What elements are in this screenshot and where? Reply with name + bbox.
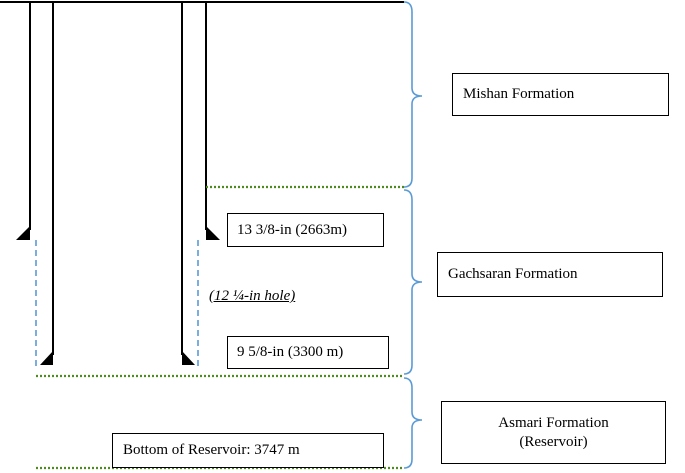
- asmari-formation-label: Asmari Formation (Reservoir): [441, 401, 666, 464]
- outer-casing-left-shoe: [16, 226, 30, 240]
- mishan-formation-label: Mishan Formation: [452, 73, 669, 116]
- asmari-reservoir-text: (Reservoir): [519, 433, 588, 450]
- open-hole-label: (12 ¼-in hole): [209, 288, 296, 304]
- asmari-formation-text: Asmari Formation: [498, 414, 609, 431]
- bottom-of-reservoir-label: Bottom of Reservoir: 3747 m: [112, 433, 384, 468]
- gachsaran-formation-text: Gachsaran Formation: [448, 266, 578, 282]
- gachsaran-brace: [403, 189, 423, 375]
- casing-13-3-8-label: 13 3/8-in (2663m): [227, 213, 384, 247]
- bottom-of-reservoir-text: Bottom of Reservoir: 3747 m: [123, 442, 300, 458]
- mishan-formation-text: Mishan Formation: [463, 86, 575, 102]
- casing-9-5-8-text: 9 5/8-in (3300 m): [237, 344, 344, 360]
- inner-casing-left-shoe: [40, 351, 53, 365]
- gachsaran-formation-label: Gachsaran Formation: [437, 252, 663, 297]
- outer-casing-right-shoe: [206, 226, 220, 240]
- mishan-brace: [403, 1, 423, 188]
- asmari-brace: [403, 377, 423, 469]
- casing-9-5-8-label: 9 5/8-in (3300 m): [227, 336, 389, 369]
- casing-13-3-8-text: 13 3/8-in (2663m): [237, 221, 347, 238]
- inner-casing-right-shoe: [182, 351, 195, 365]
